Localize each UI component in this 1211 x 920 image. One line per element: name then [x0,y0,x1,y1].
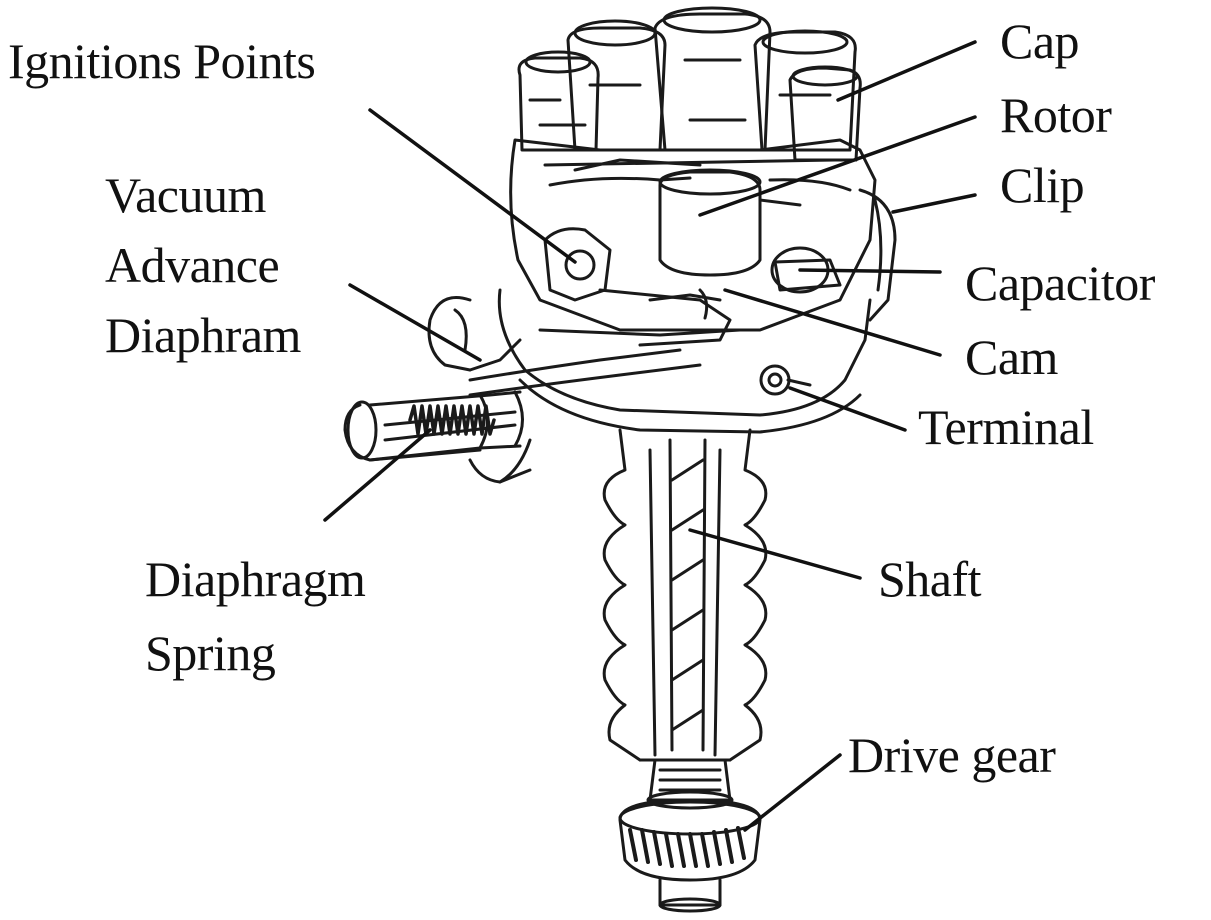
label-diaphragm-spring: Diaphragm Spring [145,542,366,690]
leader-shaft [688,528,862,580]
vacuum-advance-unit [343,296,702,484]
label-clip: Clip [1000,157,1085,213]
leader-terminal [788,386,907,432]
leader-rotor [698,115,977,217]
label-diaphram: Diaphram [105,307,301,363]
leader-drive-gear [743,753,842,832]
leader-diaphragm-spring [323,428,432,522]
leader-lines [323,40,977,832]
diaphragm-spring [408,404,496,436]
drive-gear [618,798,762,913]
label-terminal: Terminal [918,399,1094,455]
cap-towers [517,6,862,162]
label-cam: Cam [965,329,1058,385]
label-rotor: Rotor [1000,87,1112,143]
label-shaft: Shaft [878,551,982,607]
label-cap: Cap [1000,13,1080,69]
leader-ignition-points [368,108,577,264]
terminal [759,364,812,396]
leader-capacitor [798,268,942,274]
label-vacuum: Vacuum [105,167,266,223]
shaft-housing [602,428,768,762]
label-drive-gear: Drive gear [848,727,1056,783]
cap-body [509,138,897,332]
leader-cap [836,40,977,102]
label-vacuum-advance-diaphram: Vacuum Advance Diaphram [105,160,301,370]
label-ignition-points: Ignitions Points [8,33,316,89]
leader-vacuum-advance [348,283,482,362]
label-spring: Spring [145,625,276,681]
leader-cam [723,288,942,357]
label-capacitor: Capacitor [965,255,1155,311]
leader-clip [891,193,977,214]
rotor [573,158,802,277]
label-diaphragm: Diaphragm [145,551,366,607]
label-advance: Advance [105,237,280,293]
shaft [668,438,707,752]
